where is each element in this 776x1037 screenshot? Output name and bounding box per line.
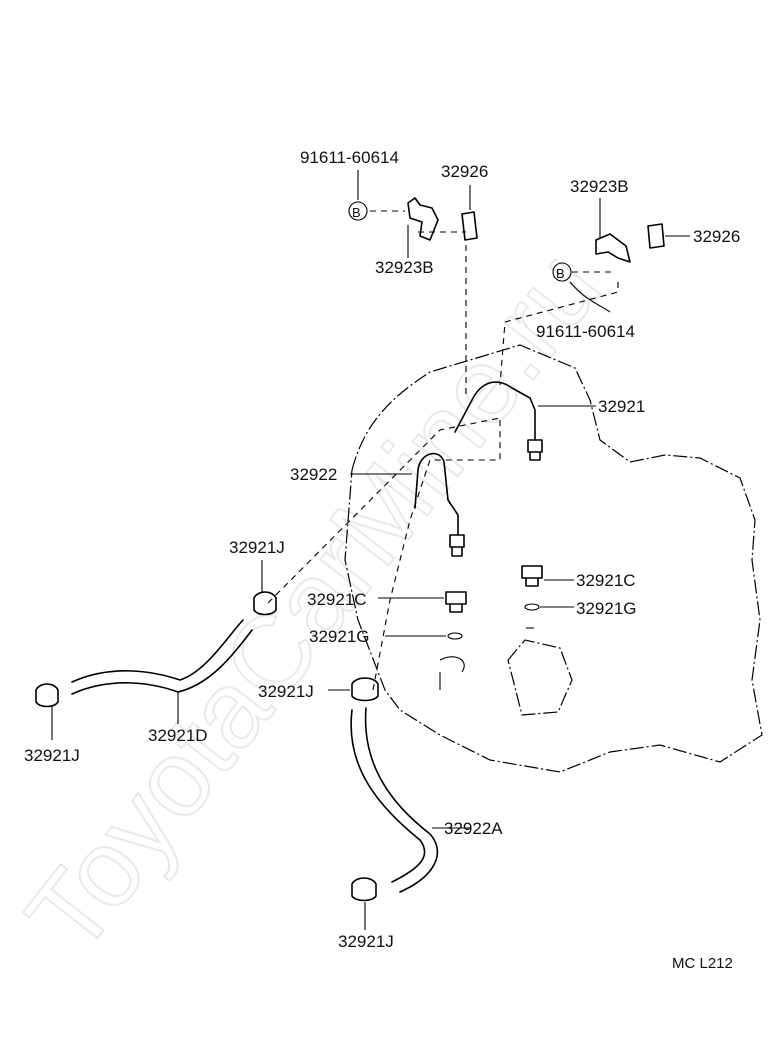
bolt-marker-left: B: [352, 205, 361, 220]
clip-bottom: [351, 877, 377, 902]
clip-middle: [351, 677, 379, 702]
pipe-32921: [454, 381, 536, 441]
label-clip-upper: 32921J: [229, 538, 285, 557]
leader-dashed-hose: [372, 420, 501, 691]
label-hose-left: 32921D: [148, 726, 208, 745]
bolt-left: B: [348, 170, 368, 221]
housing-inner-cutout: [507, 639, 573, 716]
pipe-32921-fitting: [527, 439, 543, 461]
leader-dashed-right-clamp: [499, 282, 619, 386]
union-left: [445, 591, 467, 613]
label-union-right: 32921C: [576, 571, 636, 590]
pipe-32922: [414, 452, 459, 536]
bolt-right: B: [552, 262, 611, 313]
union-right: [521, 565, 543, 587]
tube-cap-left: [461, 211, 478, 241]
label-clamp-left: 32923B: [375, 258, 434, 277]
label-pipe-lower: 32922: [290, 465, 337, 484]
label-clip-middle: 32921J: [258, 682, 314, 701]
label-tube-cap-left: 32926: [441, 162, 488, 181]
label-gasket-left: 32921G: [309, 627, 370, 646]
hose-32922a: [350, 707, 439, 893]
bolt-marker-right: B: [556, 266, 565, 281]
gasket-right: [524, 603, 540, 611]
label-union-left: 32921C: [307, 590, 367, 609]
pipe-32922-fitting: [449, 534, 465, 557]
label-clip-bottom: 32921J: [338, 932, 394, 951]
clamp-left: [407, 197, 439, 241]
label-clip-left: 32921J: [24, 746, 80, 765]
label-bolt-right: 91611-60614: [536, 322, 635, 341]
gasket-left: [447, 632, 463, 640]
transmission-housing: [344, 344, 763, 773]
label-tube-cap-right: 32926: [693, 227, 740, 246]
label-clamp-right: 32923B: [570, 177, 629, 196]
diagram-code: MC L212: [672, 955, 733, 972]
clip-left: [35, 683, 59, 708]
clip-upper: [253, 591, 277, 616]
clamp-right: [595, 233, 631, 263]
label-hose-right: 32922A: [444, 819, 503, 838]
tube-cap-right: [647, 223, 665, 249]
leader-dashed-clip: [267, 417, 501, 604]
label-pipe-upper: 32921: [598, 397, 645, 416]
housing-boss: [439, 656, 465, 673]
label-bolt-left: 91611-60614: [300, 148, 399, 167]
label-gasket-right: 32921G: [576, 599, 637, 618]
